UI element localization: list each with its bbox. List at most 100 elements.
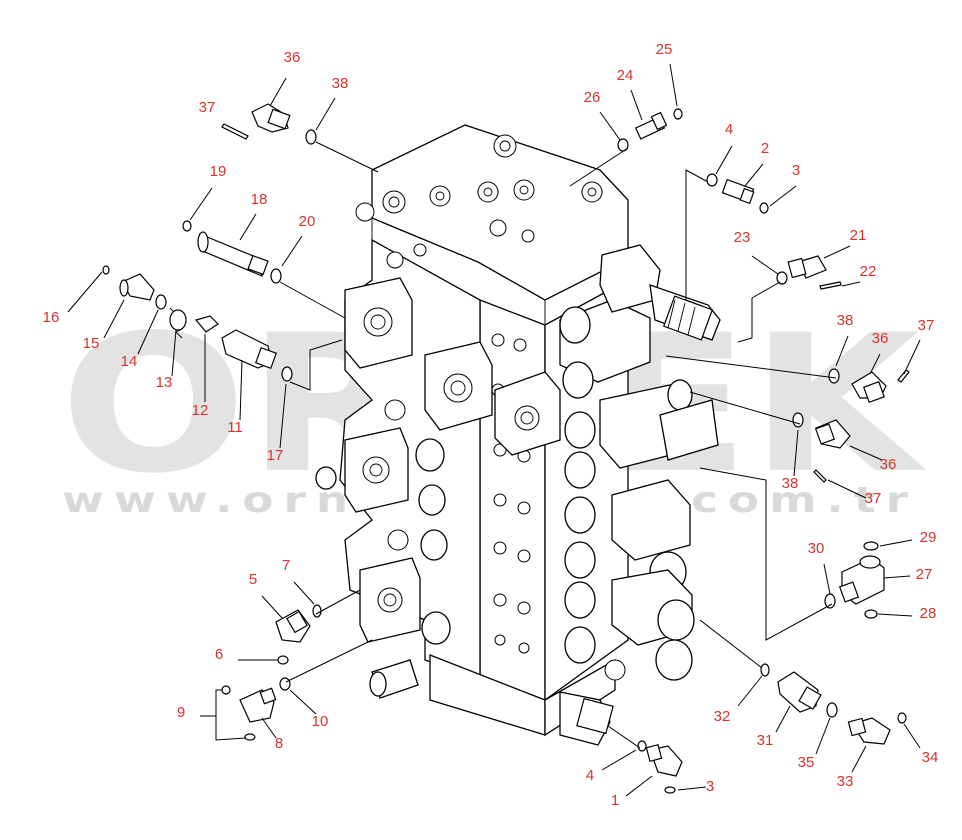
callout-c19: 19 (210, 163, 227, 180)
callout-c25: 25 (656, 41, 673, 58)
oring-38-lower (792, 412, 804, 428)
plug-18 (197, 231, 269, 278)
elbow-fitting-36-top (251, 103, 291, 133)
callout-c16: 16 (43, 309, 60, 326)
oring-14 (155, 294, 167, 310)
callout-c7: 7 (282, 557, 290, 574)
exploded-parts (102, 103, 910, 794)
callout-c33: 33 (837, 773, 854, 790)
callout-c22: 22 (860, 263, 877, 280)
elbow-fitting-5 (275, 609, 311, 643)
callout-c9: 9 (177, 704, 185, 721)
elbow-fitting-36-lower (814, 419, 851, 449)
elbow-fitting-1 (645, 743, 683, 777)
oring-25 (673, 108, 683, 120)
fitting-21 (787, 255, 827, 279)
spool-caps (559, 299, 719, 681)
oring-35 (826, 702, 838, 718)
callout-c37b: 37 (918, 317, 935, 334)
callout-c36c: 36 (880, 456, 897, 473)
pin-37-right (897, 369, 910, 383)
callout-c4a: 4 (725, 121, 733, 138)
oring-23 (776, 271, 788, 285)
oring-7 (312, 604, 322, 618)
callout-c28: 28 (920, 605, 937, 622)
oring-3-top (759, 202, 769, 214)
callout-c36a: 36 (284, 49, 301, 66)
plug-31 (777, 671, 822, 713)
oring-6 (277, 655, 289, 665)
callout-c3b: 3 (706, 778, 714, 795)
callout-c17: 17 (267, 447, 284, 464)
oring-34 (897, 712, 907, 724)
oring-28 (864, 609, 878, 619)
tee-fitting-27 (838, 555, 885, 605)
oring-4-top (706, 173, 718, 187)
oring-20 (270, 268, 282, 284)
oring-38-right (828, 368, 840, 384)
callout-c10: 10 (312, 713, 329, 730)
callout-c21: 21 (850, 227, 867, 244)
callout-c34: 34 (922, 749, 939, 766)
callout-c26: 26 (584, 89, 601, 106)
elbow-fitting-36-right (851, 371, 887, 404)
callout-c18: 18 (251, 191, 268, 208)
valve-body (315, 124, 721, 746)
elbow-fitting-33 (847, 717, 891, 745)
leader-lines (67, 63, 921, 797)
top-bolts (355, 134, 603, 243)
left-caps (315, 438, 451, 645)
callout-c27: 27 (916, 566, 933, 583)
callout-c32: 32 (714, 708, 731, 725)
oring-16 (102, 265, 110, 275)
callout-c14: 14 (121, 353, 138, 370)
oring-10 (279, 677, 291, 691)
oring-9a (221, 685, 231, 695)
oring-19 (182, 220, 192, 232)
callout-c37c: 37 (865, 490, 882, 507)
oring-9b (244, 733, 256, 741)
oring-3-bottom (664, 786, 676, 794)
callout-c29: 29 (920, 529, 937, 546)
callout-c23: 23 (734, 229, 751, 246)
callout-c13: 13 (156, 374, 173, 391)
callout-c3a: 3 (792, 162, 800, 179)
pin-37-top (221, 123, 249, 140)
callout-c5: 5 (249, 571, 257, 588)
oring-30 (824, 593, 836, 609)
oring-38-top (305, 129, 317, 145)
callout-c11: 11 (227, 419, 243, 436)
poppet-12 (194, 315, 219, 333)
tee-fitting-8 (239, 687, 277, 723)
spring-13 (169, 307, 187, 339)
callout-c12: 12 (192, 402, 209, 419)
callout-c6: 6 (215, 646, 223, 663)
oring-32 (760, 663, 770, 677)
plug-11 (221, 329, 278, 370)
pin-37-lower (813, 469, 827, 483)
callout-c8: 8 (275, 735, 283, 752)
pin-22 (819, 281, 842, 290)
oring-4-bottom (637, 740, 647, 752)
callout-c1: 1 (611, 792, 619, 809)
callout-c15: 15 (83, 335, 100, 352)
callout-c35: 35 (798, 754, 815, 771)
callout-c4b: 4 (586, 767, 594, 784)
callout-c20: 20 (299, 213, 316, 230)
callout-c36b: 36 (872, 330, 889, 347)
solenoid-valve (599, 244, 721, 341)
callout-c37a: 37 (199, 99, 216, 116)
callout-c2: 2 (761, 140, 769, 157)
callout-c31: 31 (757, 732, 774, 749)
oring-17 (281, 366, 293, 382)
plug-2 (721, 178, 755, 205)
callout-c38c: 38 (782, 475, 799, 492)
fitting-15 (119, 273, 155, 301)
callout-c30: 30 (808, 540, 825, 557)
callout-c38b: 38 (837, 312, 854, 329)
callout-c38a: 38 (332, 75, 349, 92)
fitting-24 (634, 111, 668, 140)
oring-29 (863, 541, 879, 551)
